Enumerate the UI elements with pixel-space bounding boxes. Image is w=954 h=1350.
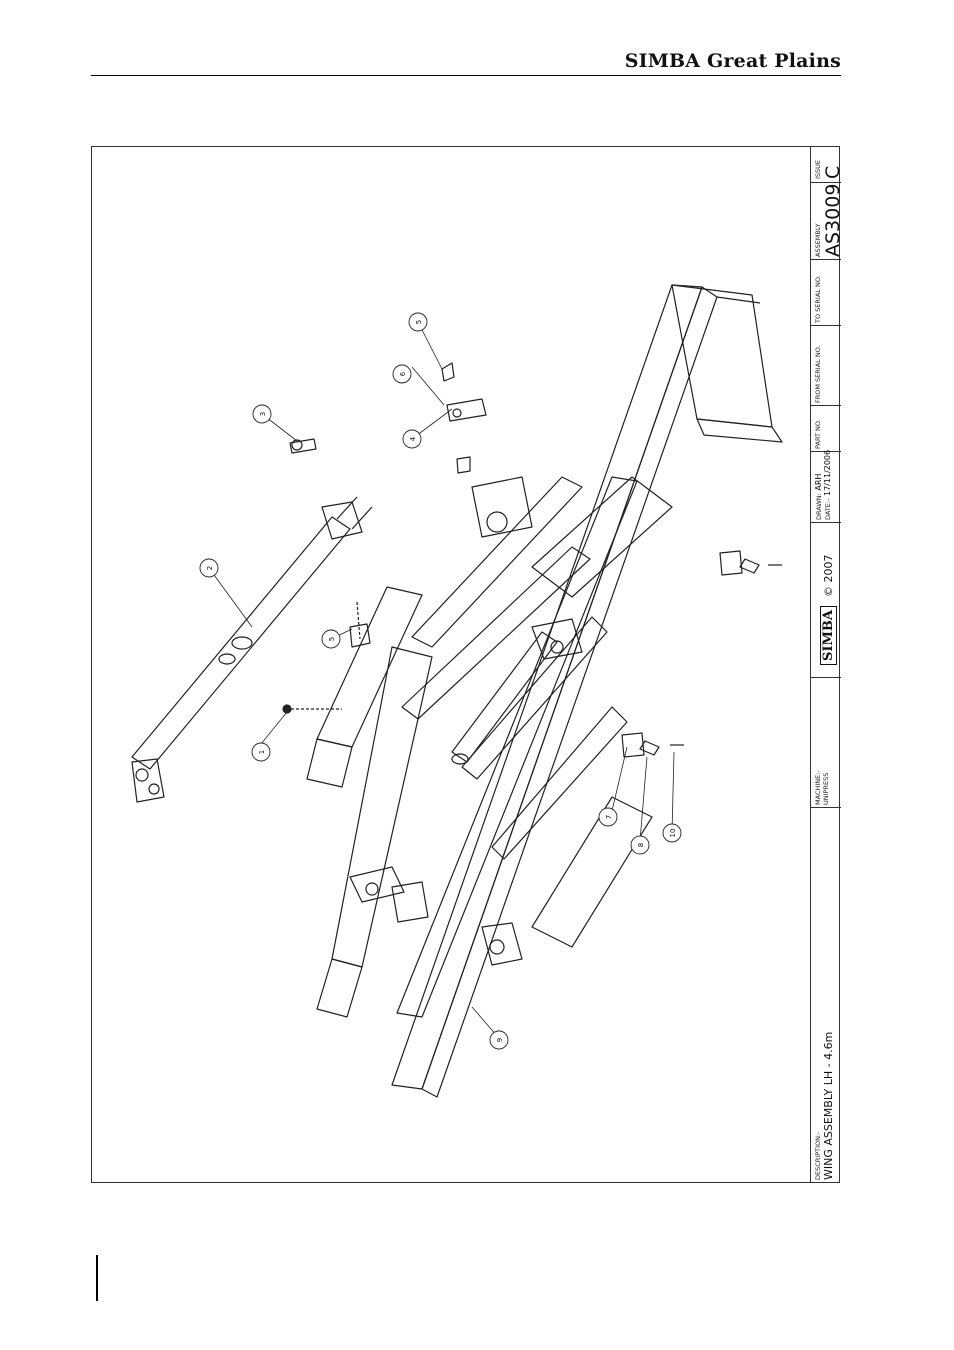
description-value: WING ASSEMBLY LH - 4.6m [822, 1032, 835, 1180]
balloon-7-label: 7 [605, 815, 613, 819]
to-serial-label: TO SERIAL NO. [814, 275, 822, 323]
machine-cell: MACHINE:- UNIPRESS [811, 677, 841, 807]
copyright: © 2007 [822, 554, 835, 597]
issue-cell: ISSUE C [811, 147, 841, 182]
title-block: ISSUE C ASSEMBLY AS3009 TO SERIAL NO. FR… [810, 147, 841, 1182]
balloon-9: 9 [490, 1031, 508, 1049]
date-label: DATE:- [824, 499, 832, 520]
drawn-label: DRAWN: [815, 493, 823, 520]
balloon-5b: 5 [322, 630, 340, 648]
part-no-cell: PART NO. [811, 405, 841, 451]
drawn-value: ARH [814, 474, 823, 491]
part-no-label: PART NO. [814, 419, 822, 449]
from-serial-cell: FROM SERIAL NO. [811, 325, 841, 405]
drawn-date-cell: DRAWN: ARH DATE:- 17/11/2006 [811, 451, 841, 522]
drawing-sheet: 1 2 3 4 5 6 5 7 8 9 10 ISSUE C ASSEMBLY … [91, 146, 840, 1183]
balloon-6-label: 6 [399, 371, 407, 376]
balloon-7: 7 [599, 808, 617, 826]
exploded-assembly-drawing: 1 2 3 4 5 6 5 7 8 9 10 [92, 147, 812, 1182]
hydraulic-cylinder [132, 497, 372, 802]
balloon-4-label: 4 [409, 436, 417, 441]
machine-label: MACHINE:- [814, 770, 822, 805]
assembly-label: ASSEMBLY [814, 184, 822, 257]
balloon-2: 2 [200, 559, 218, 577]
balloon-4: 4 [403, 430, 421, 448]
header-rule [91, 75, 841, 76]
balloon-5-label: 5 [415, 320, 423, 324]
machine-value: UNIPRESS [822, 770, 830, 805]
balloon-5b-label: 5 [328, 637, 336, 641]
balloon-1: 1 [252, 743, 270, 761]
description-label: DESCRIPTION:- [814, 1032, 822, 1180]
balloon-2-label: 2 [206, 566, 214, 570]
cylinder-on-frame [452, 619, 582, 764]
from-serial-label: FROM SERIAL NO. [814, 345, 822, 403]
small-parts [283, 363, 782, 757]
balloon-5: 5 [409, 313, 427, 331]
header-brand: SIMBA Great Plains [625, 50, 841, 72]
assembly-cell: ASSEMBLY AS3009 [811, 182, 841, 259]
balloon-8-label: 8 [637, 843, 645, 847]
balloon-9-label: 9 [496, 1038, 504, 1042]
balloon-6: 6 [393, 365, 411, 383]
frame-beams [307, 285, 782, 1097]
issue-label: ISSUE [814, 160, 822, 179]
date-value: 17/11/2006 [823, 450, 832, 496]
balloon-3: 3 [253, 405, 271, 423]
part-balloons: 1 2 3 4 5 6 5 7 8 9 10 [200, 313, 681, 1049]
balloon-8: 8 [631, 836, 649, 854]
logo-cell: SIMBA © 2007 [811, 522, 841, 677]
to-serial-cell: TO SERIAL NO. [811, 259, 841, 325]
balloon-10: 10 [663, 824, 681, 842]
issue-value: C [822, 160, 844, 179]
simba-logo: SIMBA [820, 606, 837, 665]
balloon-3-label: 3 [259, 412, 267, 416]
leader-lines [209, 322, 674, 1037]
balloon-10-label: 10 [669, 829, 677, 838]
footer-bar [96, 1255, 98, 1301]
balloon-1-label: 1 [258, 750, 266, 754]
description-cell: DESCRIPTION:- WING ASSEMBLY LH - 4.6m [811, 807, 841, 1182]
assembly-value: AS3009 [822, 184, 844, 257]
